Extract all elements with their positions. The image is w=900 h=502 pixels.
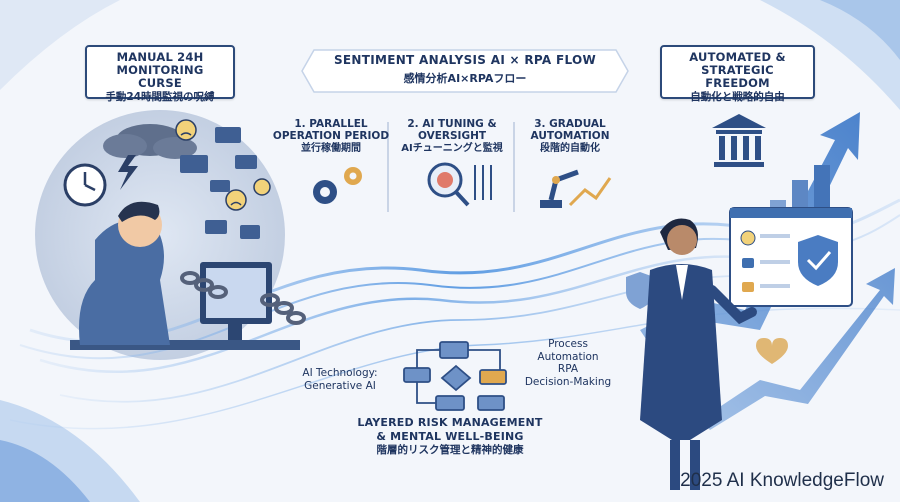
automated-freedom-jp: 自動化と戦略的自由 [690,90,785,103]
step-2-line1: 2. AI TUNING & [407,118,497,130]
flow-title-jp: 感情分析AI×RPAフロー [403,72,527,85]
shield-check-icon [626,272,654,309]
sad-face-icon [175,119,197,141]
manual-monitoring-line2: MONITORING CURSE [116,63,204,91]
step-2-line2: OVERSIGHT [417,130,487,143]
automated-freedom-box: AUTOMATED & STRATEGIC FREEDOM 自動化と戦略的自由 [660,45,815,103]
manual-monitoring-line1: MANUAL 24H [116,50,204,64]
clock-icon [63,163,107,207]
gears-icon [313,167,362,204]
process-automation-label: Process Automation RPA Decision-Making [518,338,618,388]
step-1-line1: 1. PARALLEL [294,118,368,130]
ai-technology-line2: Generative AI [304,379,376,392]
step-separator [513,122,515,212]
step-separator [387,122,389,212]
risk-jp: 階層的リスク管理と精神的健康 [376,443,524,456]
brand-watermark: 2025 AI KnowledgeFlow [680,470,884,491]
chain-icon [180,271,306,325]
shield-check-icon [798,235,838,286]
flowchart-icon [403,341,507,411]
step-gradual-automation: 3. GRADUAL AUTOMATION 段階的自動化 [515,118,625,155]
banner-shape [301,49,629,93]
brain-magnifier-icon [427,162,492,207]
automated-freedom-line2: STRATEGIC FREEDOM [701,63,774,91]
thumbs-up-icon [742,258,754,268]
stressed-worker-illustration [70,201,300,350]
process-line2: Automation [537,350,599,363]
sad-face-icon [253,178,271,196]
process-line4: Decision-Making [524,375,612,388]
step-ai-tuning: 2. AI TUNING & OVERSIGHT AIチューニングと監視 [393,118,511,155]
storm-cloud-icon [103,124,197,159]
step-3-line2: AUTOMATION [530,130,610,143]
step-2-jp: AIチューニングと監視 [401,143,503,155]
heart-icon [756,338,788,364]
risk-management-label: LAYERED RISK MANAGEMENT & MENTAL WELL-BE… [330,416,570,457]
manual-monitoring-box: MANUAL 24H MONITORING CURSE 手動24時間監視の呪縛 [85,45,235,103]
step-1-jp: 並行稼働期間 [301,143,361,155]
flow-title-en: SENTIMENT ANALYSIS AI × RPA FLOW [333,53,597,67]
process-line3: RPA [557,363,579,376]
lightning-icon [118,155,138,190]
chat-bubble-icon [180,127,260,239]
risk-line1: LAYERED RISK MANAGEMENT [357,416,543,429]
confident-businesswoman-illustration [640,218,757,490]
angry-face-icon [225,189,247,211]
robot-arm-icon [540,169,612,208]
step-3-line1: 3. GRADUAL [534,118,606,130]
process-line1: Process [548,338,588,350]
manual-monitoring-jp: 手動24時間監視の呪縛 [105,90,215,103]
bank-icon [712,114,766,167]
step-parallel-operation: 1. PARALLEL OPERATION PERIOD 並行稼働期間 [272,118,390,155]
risk-line2: & MENTAL WELL-BEING [376,429,524,443]
step-1-line2: OPERATION PERIOD [272,130,390,143]
smile-icon [740,230,756,246]
flow-title-banner: SENTIMENT ANALYSIS AI × RPA FLOW 感情分析AI×… [300,48,630,94]
automated-freedom-line1: AUTOMATED & [689,50,786,64]
ai-technology-line1: AI Technology: [302,367,378,379]
ai-technology-label: AI Technology: Generative AI [290,367,390,392]
step-3-jp: 段階的自動化 [540,143,600,155]
